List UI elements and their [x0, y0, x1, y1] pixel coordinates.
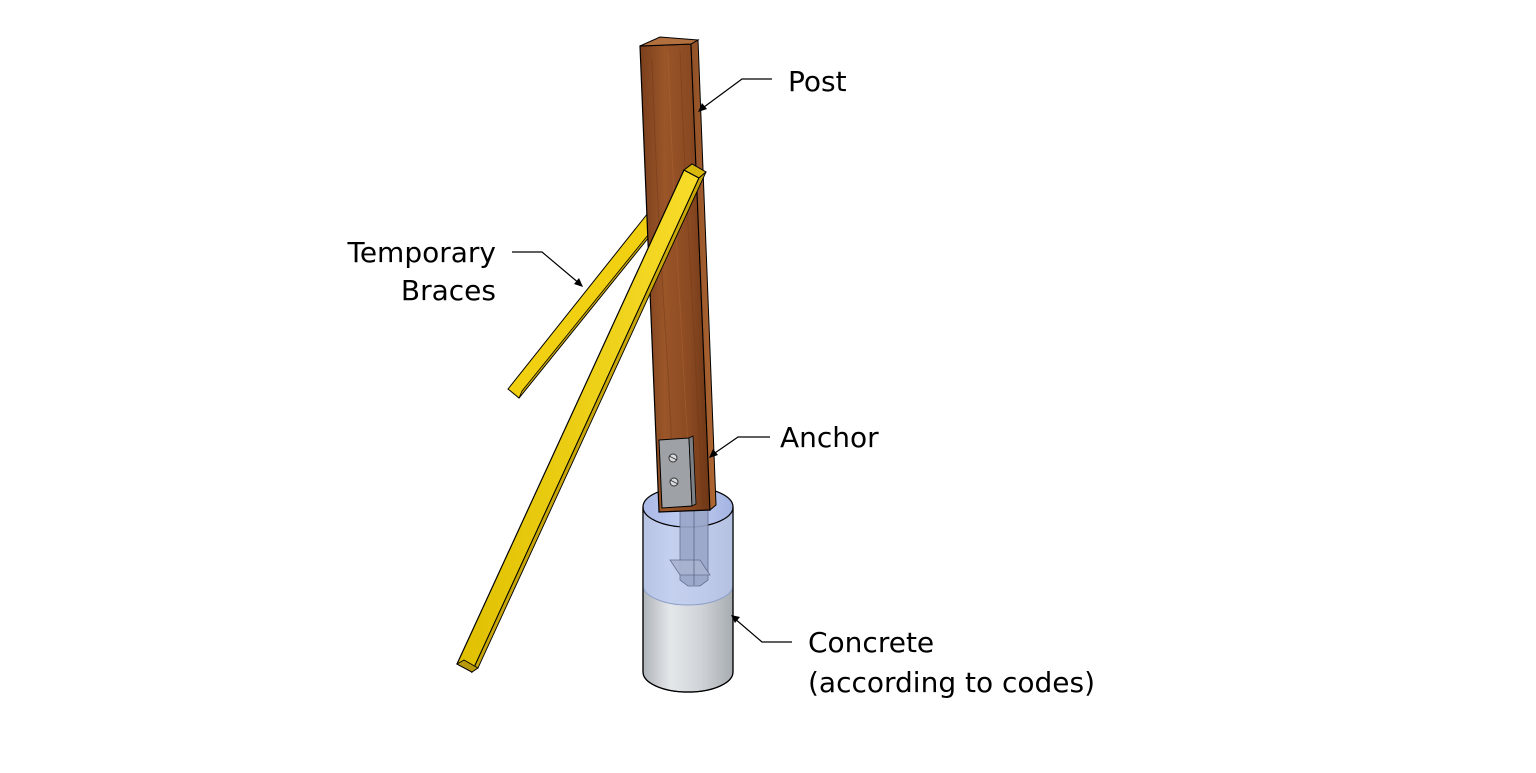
label-post: Post — [788, 65, 847, 98]
leader-braces — [512, 251, 583, 287]
label-anchor: Anchor — [780, 421, 879, 454]
label-concrete-line1: Concrete — [808, 626, 934, 659]
leader-concrete — [731, 615, 792, 643]
label-braces-line1: Temporary — [346, 236, 496, 269]
anchor-bracket — [658, 435, 697, 509]
anchor-embedded — [669, 509, 711, 587]
label-concrete-line2: (according to codes) — [808, 666, 1095, 699]
label-braces-line2: Braces — [401, 274, 496, 307]
temporary-brace-front — [456, 163, 707, 674]
leader-post — [698, 78, 772, 112]
leader-anchor — [709, 436, 770, 458]
